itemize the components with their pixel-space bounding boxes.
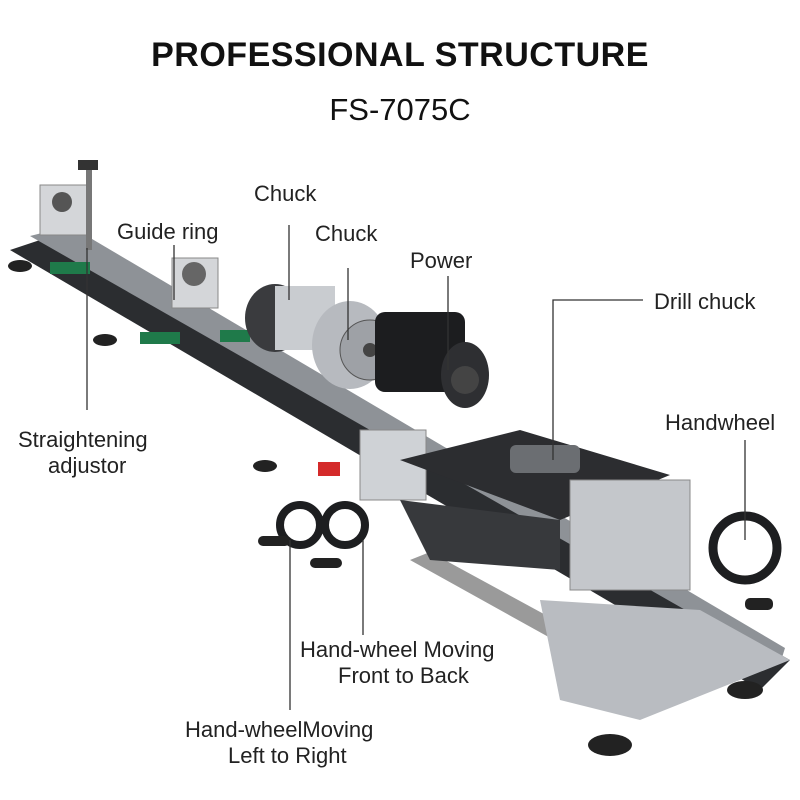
tailstock-handle	[745, 598, 773, 610]
green-block-2	[140, 332, 180, 344]
red-marker	[318, 462, 340, 476]
leader-drill-chuck	[552, 299, 643, 460]
end-plate	[540, 600, 790, 720]
straightening-post	[86, 170, 92, 250]
label-straightening-line2: adjustor	[48, 453, 127, 478]
label-guide-ring: Guide ring	[117, 219, 219, 244]
foot-3	[253, 460, 277, 472]
label-front-back-line2: Front to Back	[338, 663, 469, 688]
label-handwheel: Handwheel	[665, 410, 776, 435]
label-chuck-1: Chuck	[254, 181, 317, 206]
label-front-back-line1: Hand-wheel Moving	[300, 637, 495, 662]
motor-grille	[451, 366, 479, 394]
drill-chuck	[510, 445, 580, 473]
foot-4	[588, 734, 632, 756]
chuck-2-center	[363, 343, 377, 357]
foot-1	[8, 260, 32, 272]
cross-slide-lower	[400, 500, 560, 570]
handwheel-handle-2	[310, 558, 342, 568]
label-drill-chuck: Drill chuck	[654, 289, 756, 314]
page-title: PROFESSIONAL STRUCTURE	[151, 36, 649, 74]
left-clamp-ring	[52, 192, 72, 212]
label-straightening-line1: Straightening	[18, 427, 148, 452]
foot-5	[727, 681, 763, 699]
green-block-3	[220, 330, 250, 342]
handwheel-handle-1	[258, 536, 290, 546]
label-left-right-line2: Left to Right	[228, 743, 347, 768]
model-number: FS-7075C	[329, 92, 471, 127]
guide-ring-hole	[182, 262, 206, 286]
straightening-knob	[78, 160, 98, 170]
leader-lines	[86, 225, 746, 710]
handwheel-left-right	[276, 501, 324, 549]
handwheel-front-back	[321, 501, 369, 549]
tailstock	[569, 479, 691, 591]
label-power: Power	[410, 248, 473, 273]
label-chuck-2: Chuck	[315, 221, 378, 246]
green-block-1	[50, 262, 90, 274]
label-left-right-line1: Hand-wheelMoving	[185, 717, 374, 742]
foot-2	[93, 334, 117, 346]
